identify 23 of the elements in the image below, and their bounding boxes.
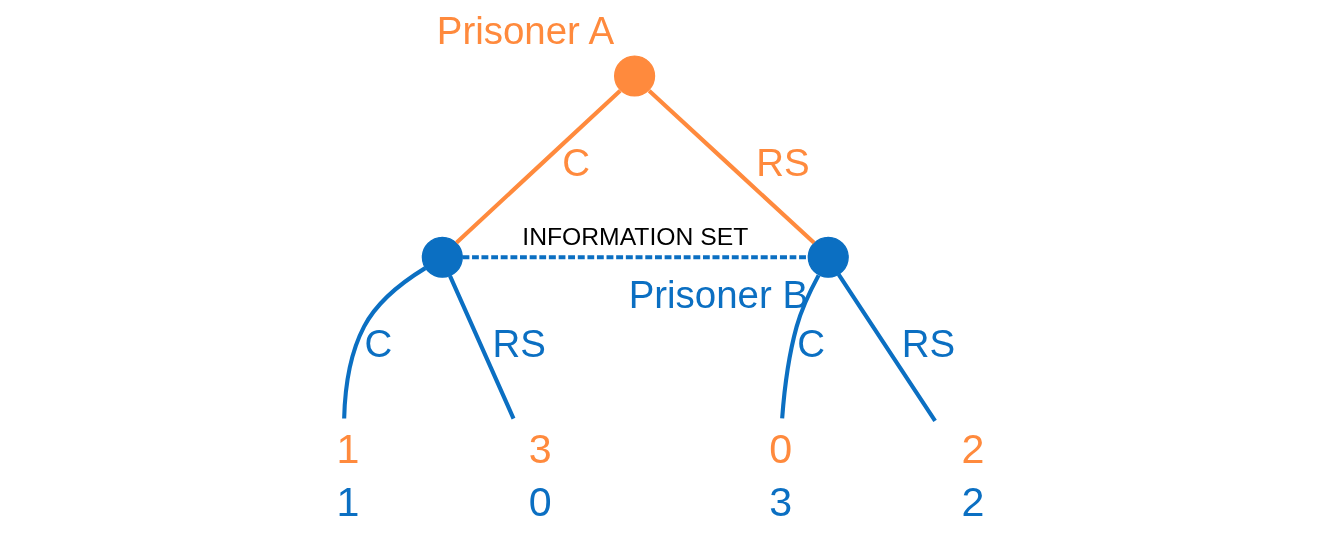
edge-label: C: [561, 141, 590, 185]
connector: [447, 275, 515, 420]
connector: [341, 266, 426, 419]
edge-label: RS: [492, 322, 546, 366]
node-text: 3 0: [528, 425, 552, 526]
connector: [836, 273, 937, 423]
connector: [647, 89, 815, 245]
edge-label: C: [364, 322, 392, 366]
node-label: Prisoner B: [628, 272, 808, 316]
node-text: 1 1: [336, 425, 360, 526]
node-text: 0 3: [768, 425, 792, 526]
connector: [454, 89, 622, 245]
node-circle: [613, 55, 655, 97]
connector: [779, 274, 820, 419]
edge-label: INFORMATION SET: [521, 223, 748, 251]
edge-label: C: [796, 322, 825, 366]
edge-label: RS: [901, 322, 955, 366]
connector: [462, 255, 808, 260]
node-text: 2 2: [960, 425, 984, 526]
edge-label: RS: [755, 141, 810, 185]
node-circle: [421, 236, 463, 278]
node-circle: [807, 236, 849, 278]
node-label: Prisoner A: [436, 9, 614, 53]
